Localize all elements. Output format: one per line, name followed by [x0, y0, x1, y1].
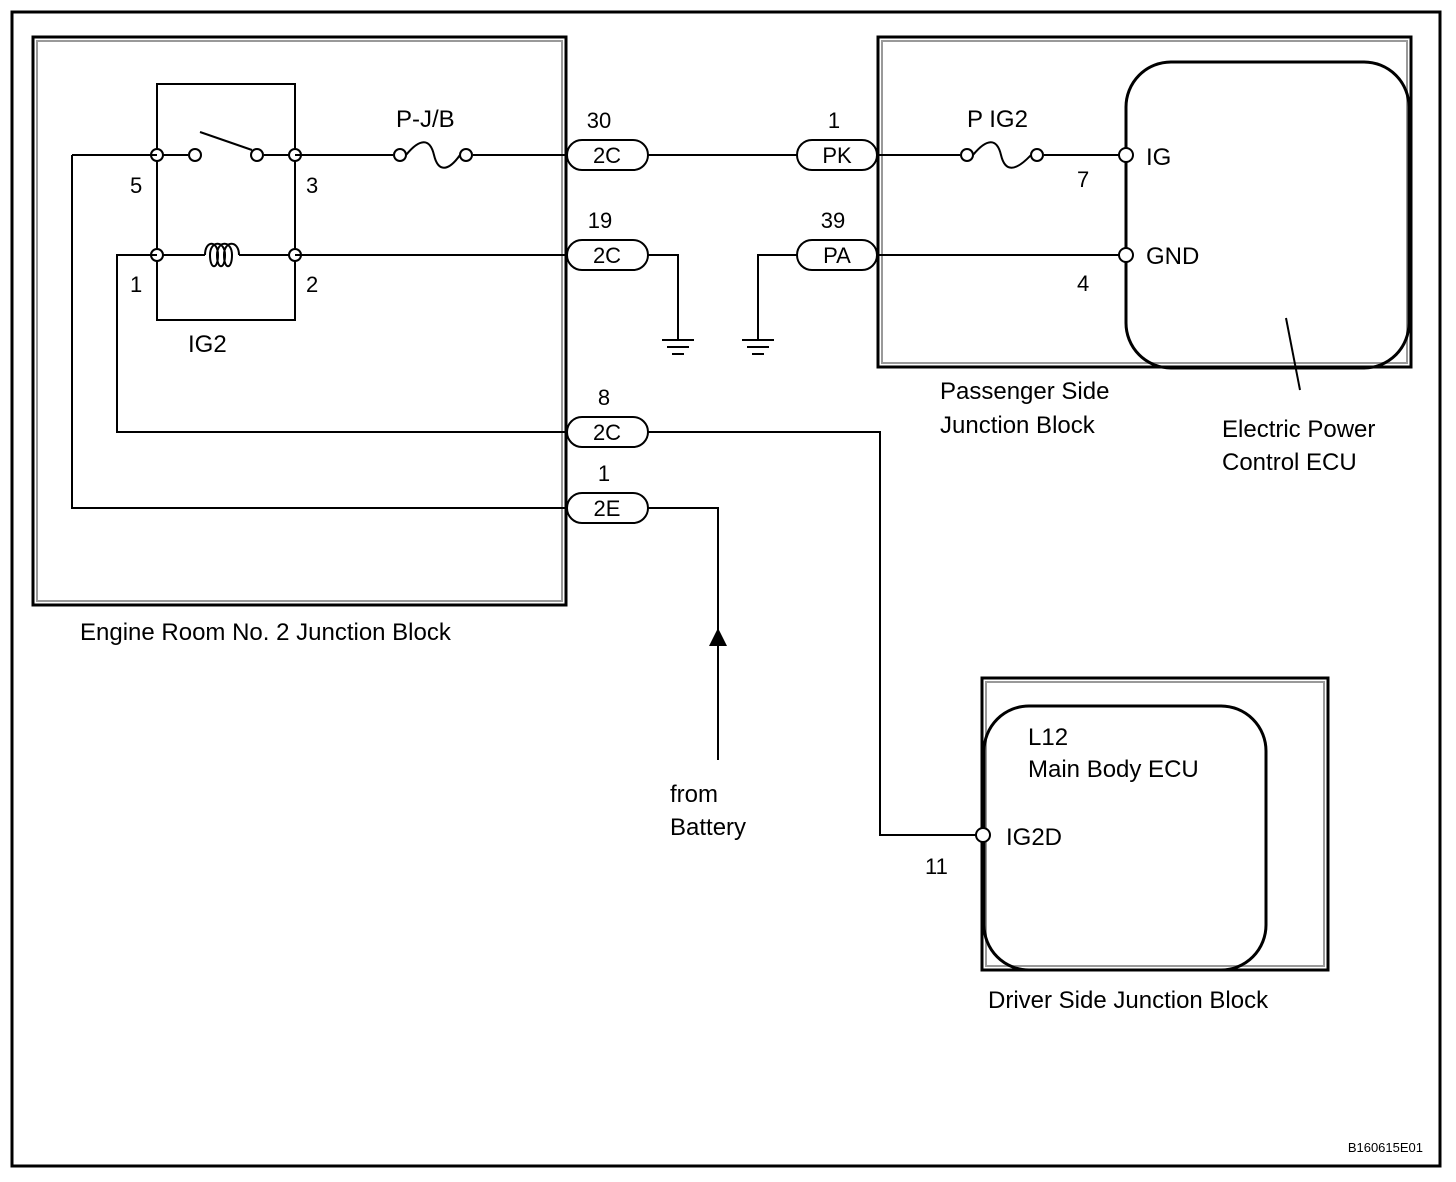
connector-code: PA	[823, 243, 851, 268]
fuse-pjb-label: P-J/B	[396, 106, 455, 133]
fuse-pig2-label: P IG2	[967, 106, 1028, 133]
engine-room-junction-block	[31, 35, 568, 607]
engine-room-box	[31, 35, 568, 607]
electric-power-control-ecu-box	[1124, 60, 1411, 370]
connector-code: PK	[822, 143, 852, 168]
passenger-side-junction-block	[876, 35, 1413, 370]
passenger-block-label-line2: Junction Block	[940, 412, 1096, 439]
ig2d-terminal-pin: 11	[925, 854, 948, 879]
gnd-terminal-pin: 4	[1077, 271, 1089, 296]
connector-2c-30: 2C 30	[566, 108, 649, 171]
ig2d-terminal-icon	[975, 827, 991, 843]
ig-terminal-label: IG	[1146, 144, 1171, 171]
connector-pin: 39	[821, 208, 845, 233]
battery-arrow-icon	[709, 628, 727, 646]
passenger-block-label-line1: Passenger Side	[940, 378, 1109, 405]
connector-2e-1: 2E 1	[566, 461, 649, 524]
connector-pin: 1	[828, 108, 840, 133]
connector-pin: 8	[598, 385, 610, 410]
connector-code: 2E	[594, 496, 621, 521]
p-j-b-fuse-icon	[393, 141, 473, 169]
ground-icon	[662, 339, 694, 355]
connector-pa-39: PA 39	[796, 208, 878, 271]
connector-code: 2C	[593, 420, 621, 445]
relay-name-label: IG2	[188, 331, 227, 358]
battery-label-line2: Battery	[670, 814, 746, 841]
figure-code: B160615E01	[1348, 1140, 1423, 1155]
gnd-terminal-label: GND	[1146, 243, 1199, 270]
ig2-relay	[150, 83, 302, 321]
ground-icon	[742, 339, 774, 355]
switch-contact-icon	[250, 148, 264, 162]
p-ig2-fuse-icon	[960, 141, 1044, 169]
ecu-leader-line	[1285, 317, 1301, 391]
connector-pin: 1	[598, 461, 610, 486]
main-body-ecu-label: Main Body ECU	[1028, 756, 1199, 783]
relay-pin-label: 2	[306, 272, 318, 297]
ig2d-terminal-label: IG2D	[1006, 824, 1062, 851]
relay-pin-label: 5	[130, 173, 142, 198]
ig-terminal-pin: 7	[1077, 167, 1089, 192]
wires	[71, 154, 1301, 836]
driver-block-label: Driver Side Junction Block	[988, 987, 1269, 1014]
engine-room-block-label: Engine Room No. 2 Junction Block	[80, 619, 452, 646]
passenger-box	[876, 35, 1413, 369]
connector-code: 2C	[593, 243, 621, 268]
relay-coil-icon	[204, 242, 240, 268]
connector-pk-1: PK 1	[796, 108, 878, 171]
connector-pin: 19	[588, 208, 612, 233]
connector-2c-8: 2C 8	[566, 385, 649, 448]
battery-label-line1: from	[670, 781, 718, 808]
epc-ecu-label-line1: Electric Power	[1222, 416, 1375, 443]
outer-frame	[10, 10, 1442, 1168]
connector-code: 2C	[593, 143, 621, 168]
ig-terminal-icon	[1118, 147, 1134, 163]
main-body-ecu-code: L12	[1028, 724, 1068, 751]
relay-pin-label: 3	[306, 173, 318, 198]
connector-pin: 30	[587, 108, 611, 133]
switch-contact-icon	[188, 148, 202, 162]
gnd-terminal-icon	[1118, 247, 1134, 263]
relay-switch-arm	[199, 131, 253, 151]
connector-2c-19: 2C 19	[566, 208, 649, 271]
epc-ecu-label-line2: Control ECU	[1222, 449, 1357, 476]
relay-pin-label: 1	[130, 272, 142, 297]
